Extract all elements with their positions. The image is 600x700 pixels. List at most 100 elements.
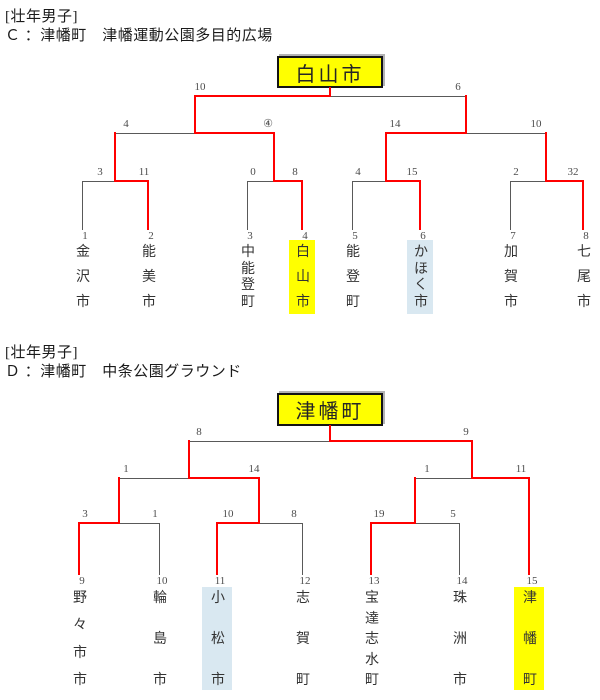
bracket-line [247, 181, 275, 182]
score-label: 0 [250, 166, 256, 178]
team-name: 七尾市 [577, 245, 591, 310]
bracket-line [82, 181, 116, 182]
seed-number: 3 [247, 230, 253, 242]
team-highlight [289, 240, 315, 314]
bracket-line [119, 523, 160, 524]
bracket-line [414, 477, 416, 524]
score-label: 10 [222, 508, 234, 520]
bracket-line [419, 180, 421, 230]
bracket-line [510, 181, 547, 182]
team-name: 能登町 [346, 245, 360, 310]
score-label: 8 [291, 508, 297, 520]
team-name: 加賀市 [504, 245, 518, 310]
bracket-line [370, 522, 416, 524]
bracket-line [194, 132, 275, 134]
bracket-line [415, 523, 460, 524]
score-label: 3 [82, 508, 88, 520]
score-label: 3 [97, 166, 103, 178]
bracket-line [329, 87, 331, 97]
score-label: 9 [463, 426, 469, 438]
seed-number: 1 [82, 230, 88, 242]
team-name: 志賀町 [296, 591, 310, 688]
venue-label-c: Ｃ ：津幡町 津幡運動公園多目的広場 [5, 28, 273, 44]
bracket-line [78, 522, 120, 524]
team-name: 能美市 [142, 245, 156, 310]
team-name: 野々市市 [73, 591, 87, 688]
bracket-line [119, 478, 190, 479]
seed-number: 10 [156, 575, 168, 587]
team-highlight [202, 587, 232, 690]
score-label: 14 [248, 463, 260, 475]
score-label: 6 [455, 81, 461, 93]
seed-number: 9 [79, 575, 85, 587]
venue-label-d: Ｄ ：津幡町 中条公園グラウンド [5, 364, 242, 380]
score-label: 8 [196, 426, 202, 438]
bracket-line [194, 95, 331, 97]
score-label: 1 [123, 463, 129, 475]
category-label-d: [壮年男子] [5, 345, 78, 361]
bracket-line [471, 440, 473, 479]
score-label: 4 [355, 166, 361, 178]
bracket-line [258, 477, 260, 524]
bracket-line [259, 523, 303, 524]
team-name: 金沢市 [76, 245, 90, 310]
bracket-line [273, 132, 275, 182]
team-name: 中能登町 [241, 245, 255, 310]
champion-box-c: 白山市 [277, 56, 383, 88]
bracket-line [114, 132, 116, 182]
seed-number: 11 [214, 575, 226, 587]
bracket-line [216, 522, 218, 575]
bracket-line [385, 180, 421, 182]
team-name: 白山市 [296, 245, 310, 310]
bracket-line [301, 180, 303, 230]
score-label: 32 [567, 166, 579, 178]
bracket-line [352, 181, 353, 230]
bracket-line [302, 523, 303, 575]
bracket-line [545, 180, 584, 182]
bracket-line [510, 181, 511, 230]
bracket-line [118, 477, 120, 524]
bracket-line [465, 95, 467, 134]
score-label: 11 [515, 463, 527, 475]
score-label: 1 [424, 463, 430, 475]
seed-number: 6 [420, 230, 426, 242]
seed-number: 4 [302, 230, 308, 242]
bracket-line [159, 523, 160, 575]
score-label: 8 [292, 166, 298, 178]
score-label: 10 [194, 81, 206, 93]
score-label: 4 [123, 118, 129, 130]
bracket-line [415, 478, 473, 479]
seed-number: 15 [526, 575, 538, 587]
bracket-line [329, 425, 331, 442]
bracket-line [466, 133, 547, 134]
bracket-line [188, 477, 260, 479]
bracket-line [194, 95, 196, 134]
seed-number: 14 [456, 575, 468, 587]
team-name: 珠洲市 [453, 591, 467, 688]
score-label: 14 [389, 118, 401, 130]
bracket-line [370, 522, 372, 575]
bracket-line [528, 477, 530, 575]
score-label: 15 [406, 166, 418, 178]
bracket-line [471, 477, 530, 479]
bracket-line [273, 180, 303, 182]
seed-number: 7 [510, 230, 516, 242]
team-name: 小松市 [211, 591, 225, 688]
bracket-line [582, 180, 584, 230]
bracket-line [114, 180, 149, 182]
bracket-line [78, 522, 80, 575]
score-label: 11 [138, 166, 150, 178]
score-label: 5 [450, 508, 456, 520]
team-highlight [407, 240, 433, 314]
bracket-line [352, 181, 387, 182]
bracket-line [188, 440, 190, 479]
score-label: ④ [263, 118, 273, 130]
bracket-line [330, 96, 467, 97]
bracket-line [385, 132, 387, 182]
bracket-line [115, 133, 196, 134]
champion-box-d: 津幡町 [277, 393, 383, 426]
bracket-line [247, 181, 248, 230]
team-name: 津幡町 [523, 591, 537, 688]
bracket-line [459, 523, 460, 575]
